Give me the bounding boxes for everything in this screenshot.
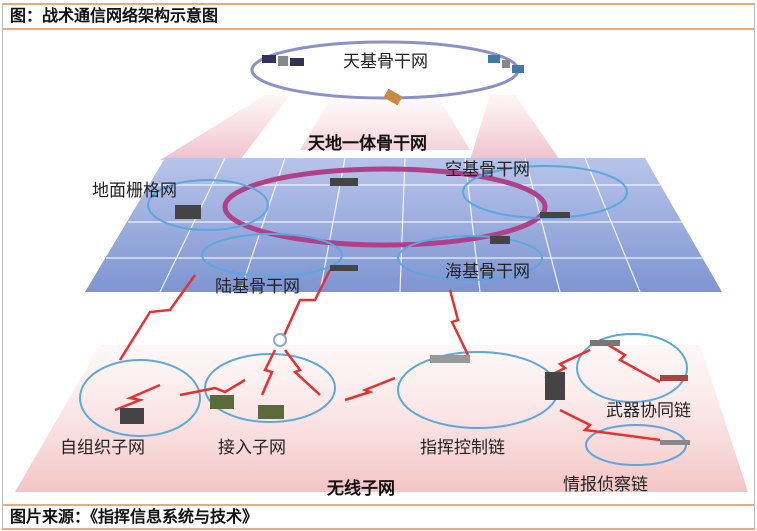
access-ring xyxy=(204,353,336,423)
soldier-icon xyxy=(545,372,565,400)
access-subnet-label: 接入子网 xyxy=(218,438,286,458)
top-border xyxy=(2,3,755,5)
ship-icon xyxy=(490,236,510,244)
figure-source: 图片来源：《指挥信息系统与技术》 xyxy=(10,507,259,526)
space-beam-left xyxy=(160,95,290,160)
tank-icon xyxy=(175,205,201,219)
land-backbone-ring xyxy=(201,233,343,277)
air-backbone-label: 空基骨干网 xyxy=(445,160,530,180)
aircraft-icon xyxy=(660,375,688,381)
wireless-subnet-label: 无线子网 xyxy=(326,478,395,499)
ground-grid-plane xyxy=(85,158,722,292)
satellite-icon xyxy=(383,88,403,106)
right-border xyxy=(754,4,755,528)
left-border xyxy=(2,4,3,528)
ground-grid-label: 地面栅格网 xyxy=(92,181,177,201)
integrated-backbone-label: 天地一体骨干网 xyxy=(308,133,427,154)
network-diagram: 天基骨干网 天地一体骨干网 空基骨干网 地面栅格网 陆基骨干网 海基骨干网 自组… xyxy=(15,40,748,499)
aircraft-icon xyxy=(590,340,620,346)
satellite-icon xyxy=(488,55,524,73)
ship-icon xyxy=(540,212,570,218)
space-backbone-label: 天基骨干网 xyxy=(343,52,428,72)
figure-title: 图：战术通信网络架构示意图 xyxy=(10,6,219,25)
title-divider xyxy=(2,28,755,30)
radio-links xyxy=(114,269,661,442)
vehicle-icon xyxy=(258,405,284,419)
ad-hoc-subnet-label: 自组织子网 xyxy=(60,438,145,458)
space-beam-right xyxy=(470,95,560,160)
integrated-backbone-ring xyxy=(222,166,548,248)
access-node-icon xyxy=(273,333,287,347)
weapon-coop-label: 武器协同链 xyxy=(606,401,691,421)
command-control-label: 指挥控制链 xyxy=(420,438,505,458)
ad-hoc-ring xyxy=(79,359,201,437)
bottom-border xyxy=(2,528,755,530)
intel-recon-label: 情报侦察链 xyxy=(563,475,648,495)
ground-grid-ring xyxy=(147,179,269,231)
aircraft-icon xyxy=(660,440,690,445)
soldier-icon xyxy=(120,408,144,424)
sea-backbone-ring xyxy=(397,235,543,281)
footer-divider xyxy=(2,504,755,506)
satellite-icon xyxy=(262,55,304,66)
aircraft-icon xyxy=(430,355,470,363)
land-backbone-label: 陆基骨干网 xyxy=(215,277,300,297)
vehicle-icon xyxy=(210,395,234,409)
ship-icon xyxy=(330,265,358,271)
vehicle-icon xyxy=(330,178,358,186)
weapon-coop-ring xyxy=(576,333,688,403)
space-beam-center xyxy=(300,100,470,150)
sea-backbone-label: 海基骨干网 xyxy=(445,262,530,282)
